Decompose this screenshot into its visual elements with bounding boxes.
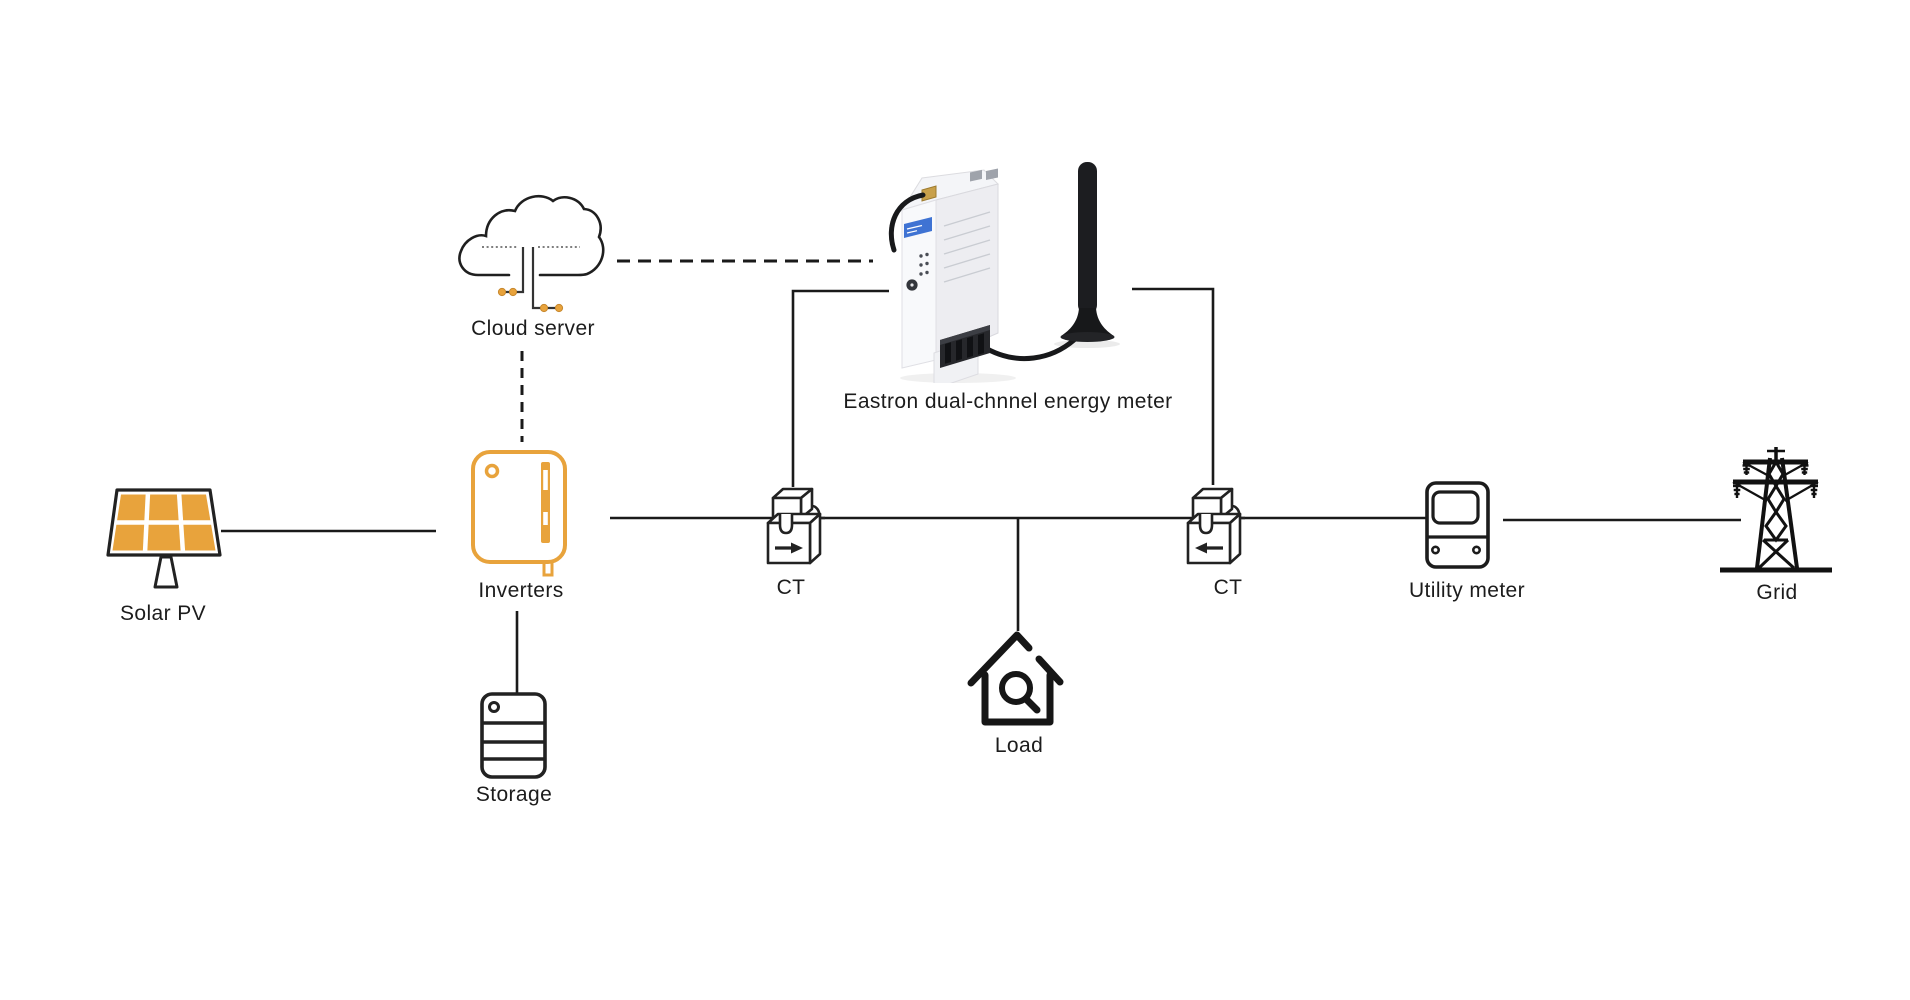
utility-meter-icon (1425, 481, 1490, 569)
ct-arrow-right (775, 542, 803, 554)
storage-cell-lines (482, 721, 545, 761)
magnifier-handle (1022, 695, 1041, 714)
solar-pv-icon (106, 488, 222, 589)
inverter-led (484, 463, 500, 479)
meter-terminal-block (940, 325, 990, 368)
utility-meter-screen (1431, 490, 1480, 525)
energy-meter-photo (888, 162, 1120, 383)
solar-pv-label: Solar PV (119, 602, 207, 625)
grid-tower-icon (1720, 447, 1832, 573)
energy-meter-label: Eastron dual-chnnel energy meter (843, 390, 1173, 413)
meter-barcodes (970, 168, 998, 182)
cloud-server-label: Cloud server (471, 317, 595, 340)
meter-print-lines (943, 211, 991, 283)
sma-pigtail-cable (888, 192, 926, 253)
meter-module (888, 168, 999, 383)
cloud-server-icon (458, 194, 605, 313)
inverters-label: Inverters (478, 579, 564, 602)
storage-label: Storage (475, 783, 553, 806)
cloud-outline (458, 194, 605, 277)
ct-icon-left (766, 487, 825, 565)
solar-stand (153, 555, 179, 589)
wifi-antenna (1060, 162, 1115, 342)
utility-meter-label: Utility meter (1408, 579, 1526, 602)
cloud-wire-dots (497, 287, 564, 313)
ct-right-meter-wire (1132, 287, 1215, 485)
ct-arrow-left (1195, 542, 1223, 554)
tower-arm-braces (1732, 461, 1819, 502)
meter-label-text-marks (906, 224, 923, 234)
meter-screw (1471, 545, 1481, 555)
solar-panel-frame (106, 488, 222, 557)
storage-icon (480, 692, 547, 779)
ct-right-label: CT (1213, 576, 1243, 599)
inverter-icon (471, 450, 567, 577)
storage-led (488, 701, 500, 713)
meter-blue-label (904, 217, 932, 238)
storage-body (480, 692, 547, 779)
house-roof-right (1035, 655, 1064, 686)
solar-cell-grid (111, 491, 218, 554)
antenna-cable (979, 337, 1077, 361)
load-label: Load (994, 734, 1044, 757)
magnifier-icon (999, 671, 1033, 705)
tower-lattice (1757, 459, 1796, 570)
load-house-icon (967, 631, 1064, 726)
cloud-wires (504, 247, 558, 310)
ct-icon-right (1186, 487, 1245, 565)
meter-screw (1431, 545, 1441, 555)
inverter-bar-slot (543, 470, 548, 490)
inverter-bar-slot (543, 512, 548, 525)
ct-clamp-latch (1198, 514, 1214, 535)
house-roof-left (967, 631, 1033, 687)
ct-left-meter-wire (791, 289, 889, 487)
ct-box-side (1228, 512, 1242, 565)
ct-clamp-latch (778, 514, 794, 535)
grid-label: Grid (1756, 581, 1798, 604)
ct-box-side (808, 512, 822, 565)
house-walls (981, 671, 1054, 726)
ct-left-label: CT (776, 576, 806, 599)
meter-leds (919, 252, 929, 276)
meter-button-dot (910, 283, 914, 287)
